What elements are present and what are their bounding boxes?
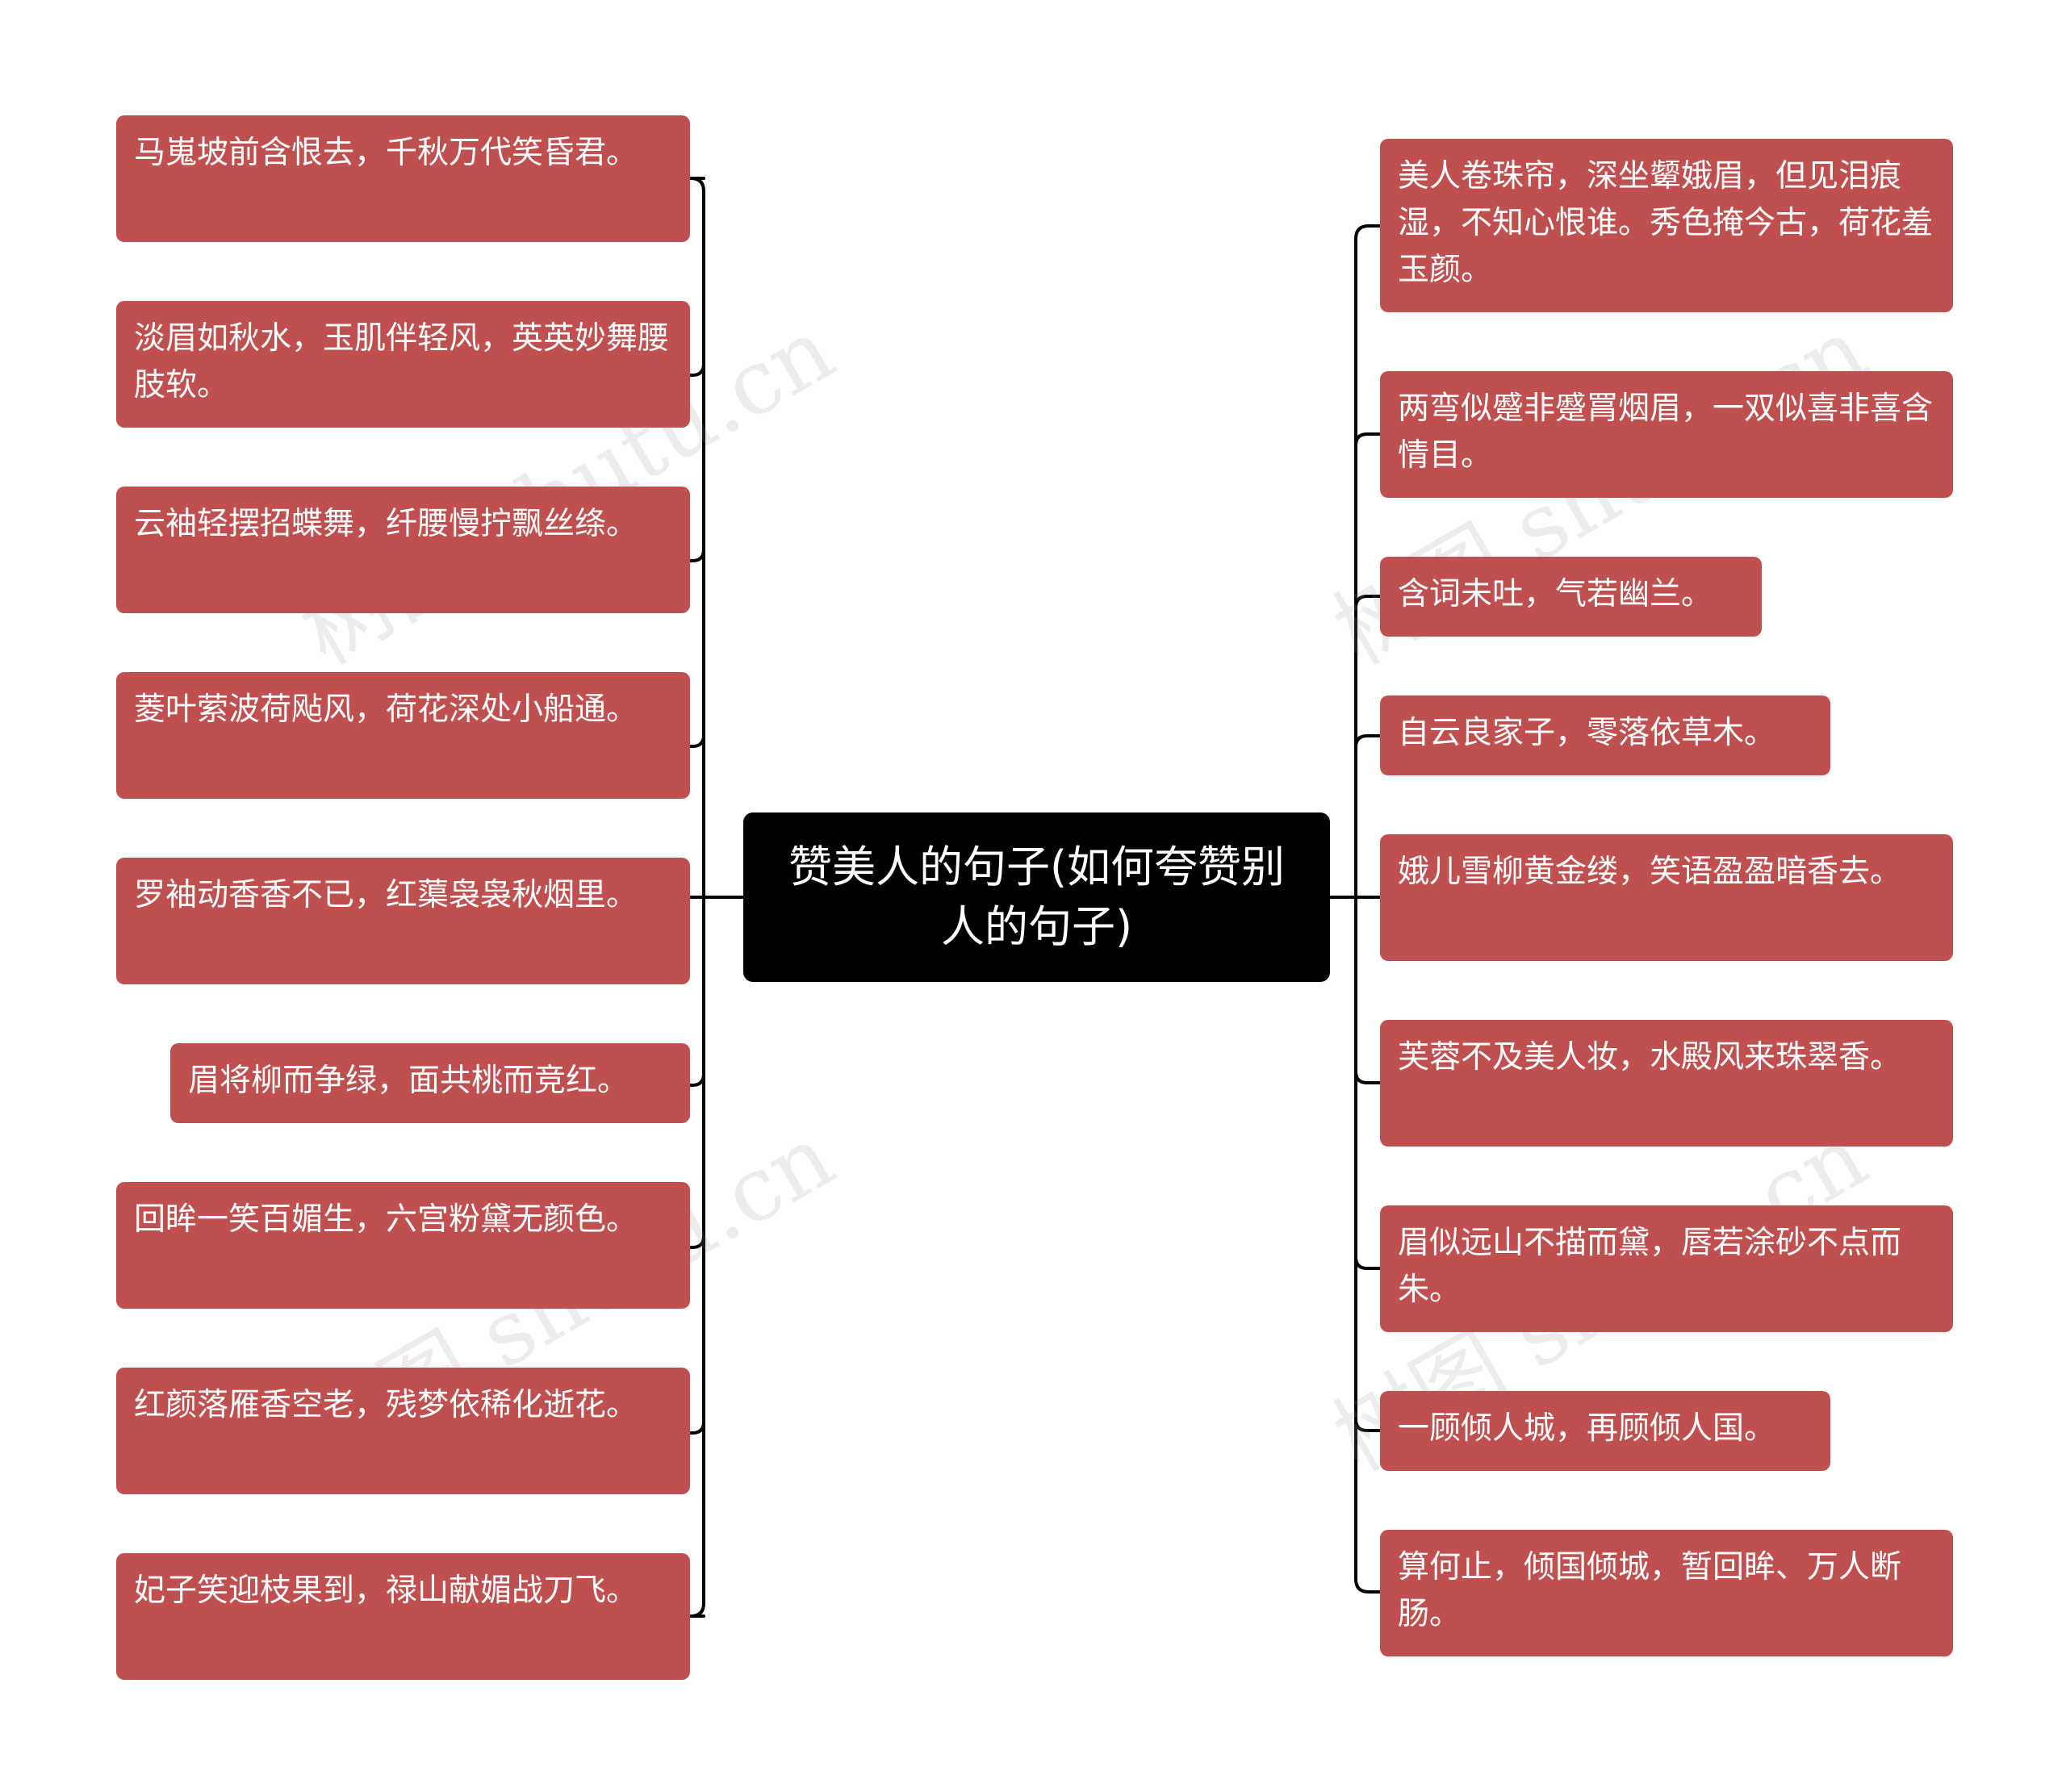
connector-right-spine xyxy=(1354,224,1382,899)
node-label: 娥儿雪柳黄金缕，笑语盈盈暗香去。 xyxy=(1398,854,1902,890)
left-node-9[interactable]: 妃子笑迎枝果到，禄山献媚战刀飞。 xyxy=(116,1553,690,1680)
left-node-6[interactable]: 眉将柳而争绿，面共桃而竞红。 xyxy=(170,1043,690,1123)
connector-left-spine xyxy=(688,177,705,899)
node-label: 算何止，倾国倾城，暂回眸、万人断肠。 xyxy=(1398,1549,1902,1632)
left-node-3[interactable]: 云袖轻摆招蝶舞，纤腰慢拧飘丝绦。 xyxy=(116,487,690,613)
node-label: 淡眉如秋水，玉肌伴轻风，英英妙舞腰肢软。 xyxy=(134,320,670,403)
right-node-5[interactable]: 娥儿雪柳黄金缕，笑语盈盈暗香去。 xyxy=(1380,834,1953,961)
connector-left-7 xyxy=(688,1234,705,1249)
node-label: 马嵬坡前含恨去，千秋万代笑昏君。 xyxy=(134,135,638,171)
node-label: 一顾倾人城，再顾倾人国。 xyxy=(1398,1410,1776,1447)
node-label: 菱叶萦波荷飐风，荷花深处小船通。 xyxy=(134,691,638,728)
connector-right-6 xyxy=(1354,1070,1382,1084)
right-node-8[interactable]: 一顾倾人城，再顾倾人国。 xyxy=(1380,1391,1830,1471)
left-node-2[interactable]: 淡眉如秋水，玉肌伴轻风，英英妙舞腰肢软。 xyxy=(116,301,690,428)
connector-right-2 xyxy=(1354,432,1382,447)
right-node-7[interactable]: 眉似远山不描而黛，唇若涂砂不点而朱。 xyxy=(1380,1205,1953,1332)
right-node-3[interactable]: 含词未吐，气若幽兰。 xyxy=(1380,557,1762,637)
node-label: 眉似远山不描而黛，唇若涂砂不点而朱。 xyxy=(1398,1225,1902,1308)
right-node-4[interactable]: 自云良家子，零落依草木。 xyxy=(1380,695,1830,775)
connector-right-spine-bottom xyxy=(1354,896,1382,1594)
right-node-6[interactable]: 芙蓉不及美人妆，水殿风来珠翠香。 xyxy=(1380,1020,1953,1147)
right-node-2[interactable]: 两弯似蹙非蹙罥烟眉，一双似喜非喜含情目。 xyxy=(1380,371,1953,498)
connector-left-4 xyxy=(688,733,705,748)
connector-right-7 xyxy=(1354,1255,1382,1270)
left-node-1[interactable]: 马嵬坡前含恨去，千秋万代笑昏君。 xyxy=(116,115,690,242)
node-label: 罗袖动香香不已，红蕖袅袅秋烟里。 xyxy=(134,877,638,913)
node-label: 回眸一笑百媚生，六宫粉黛无颜色。 xyxy=(134,1201,638,1238)
node-label: 两弯似蹙非蹙罥烟眉，一双似喜非喜含情目。 xyxy=(1398,391,1934,474)
connector-left-6 xyxy=(688,1072,705,1087)
left-node-5[interactable]: 罗袖动香香不已，红蕖袅袅秋烟里。 xyxy=(116,858,690,984)
connector-left-3 xyxy=(688,548,705,562)
right-node-1[interactable]: 美人卷珠帘，深坐颦娥眉，但见泪痕湿，不知心恨谁。秀色掩今古，荷花羞玉颜。 xyxy=(1380,139,1953,312)
connector-right-3 xyxy=(1354,595,1382,609)
left-node-8[interactable]: 红颜落雁香空老，残梦依稀化逝花。 xyxy=(116,1368,690,1494)
node-label: 红颜落雁香空老，残梦依稀化逝花。 xyxy=(134,1387,638,1423)
connector-right-8 xyxy=(1354,1418,1382,1432)
node-label: 云袖轻摆招蝶舞，纤腰慢拧飘丝绦。 xyxy=(134,506,638,542)
node-label: 美人卷珠帘，深坐颦娥眉，但见泪痕湿，不知心恨谁。秀色掩今古，荷花羞玉颜。 xyxy=(1398,158,1934,288)
node-label: 自云良家子，零落依草木。 xyxy=(1398,715,1776,751)
root-topic[interactable]: 赞美人的句子(如何夸赞别人的句子) xyxy=(743,812,1330,982)
connector-left-2 xyxy=(688,362,705,377)
connector-right-4 xyxy=(1354,734,1382,749)
node-label: 芙蓉不及美人妆，水殿风来珠翠香。 xyxy=(1398,1039,1902,1076)
node-label: 含词未吐，气若幽兰。 xyxy=(1398,576,1713,612)
connector-left-8 xyxy=(688,1420,705,1435)
root-topic-label: 赞美人的句子(如何夸赞别人的句子) xyxy=(788,842,1286,952)
left-node-4[interactable]: 菱叶萦波荷飐风，荷花深处小船通。 xyxy=(116,672,690,799)
node-label: 妃子笑迎枝果到，禄山献媚战刀飞。 xyxy=(134,1573,638,1609)
connector-left-spine-bottom xyxy=(688,896,705,1618)
left-node-7[interactable]: 回眸一笑百媚生，六宫粉黛无颜色。 xyxy=(116,1182,690,1309)
node-label: 眉将柳而争绿，面共桃而竞红。 xyxy=(188,1063,629,1099)
right-node-9[interactable]: 算何止，倾国倾城，暂回眸、万人断肠。 xyxy=(1380,1530,1953,1656)
